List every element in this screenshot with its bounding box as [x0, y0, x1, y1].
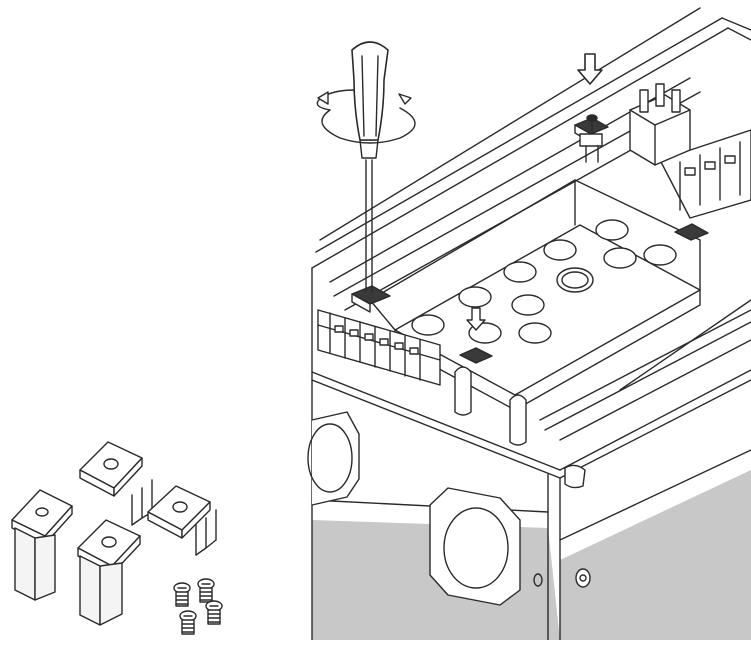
rotation-arrow-icon: [316, 89, 416, 144]
side-screw: [575, 568, 591, 588]
screw-icon: [173, 582, 191, 607]
side-hole: [533, 573, 543, 587]
connector-block: [629, 83, 691, 166]
screw-icon: [197, 578, 215, 603]
screw-icon: [205, 600, 223, 625]
insert-arrow-icon: [466, 307, 486, 331]
cap-icon: [147, 485, 217, 556]
terminal-strip-right: [659, 129, 751, 219]
front-clips: [454, 366, 586, 489]
front-knockout-left: [307, 411, 360, 506]
terminal-strip-left: [317, 309, 441, 386]
front-knockout-middle: [429, 487, 521, 606]
loose-caps: [11, 441, 217, 626]
screw-icon: [179, 610, 197, 635]
down-arrow-icon: [577, 53, 603, 85]
cap-icon: [79, 441, 153, 526]
knockouts: [411, 219, 677, 344]
loose-screws: [173, 578, 223, 635]
screw-icon: [579, 114, 603, 163]
enclosure-side-shadow: [560, 470, 751, 640]
screwdriver-icon: [351, 41, 389, 293]
cap-icon: [11, 489, 73, 601]
cap-icon: [77, 519, 141, 626]
